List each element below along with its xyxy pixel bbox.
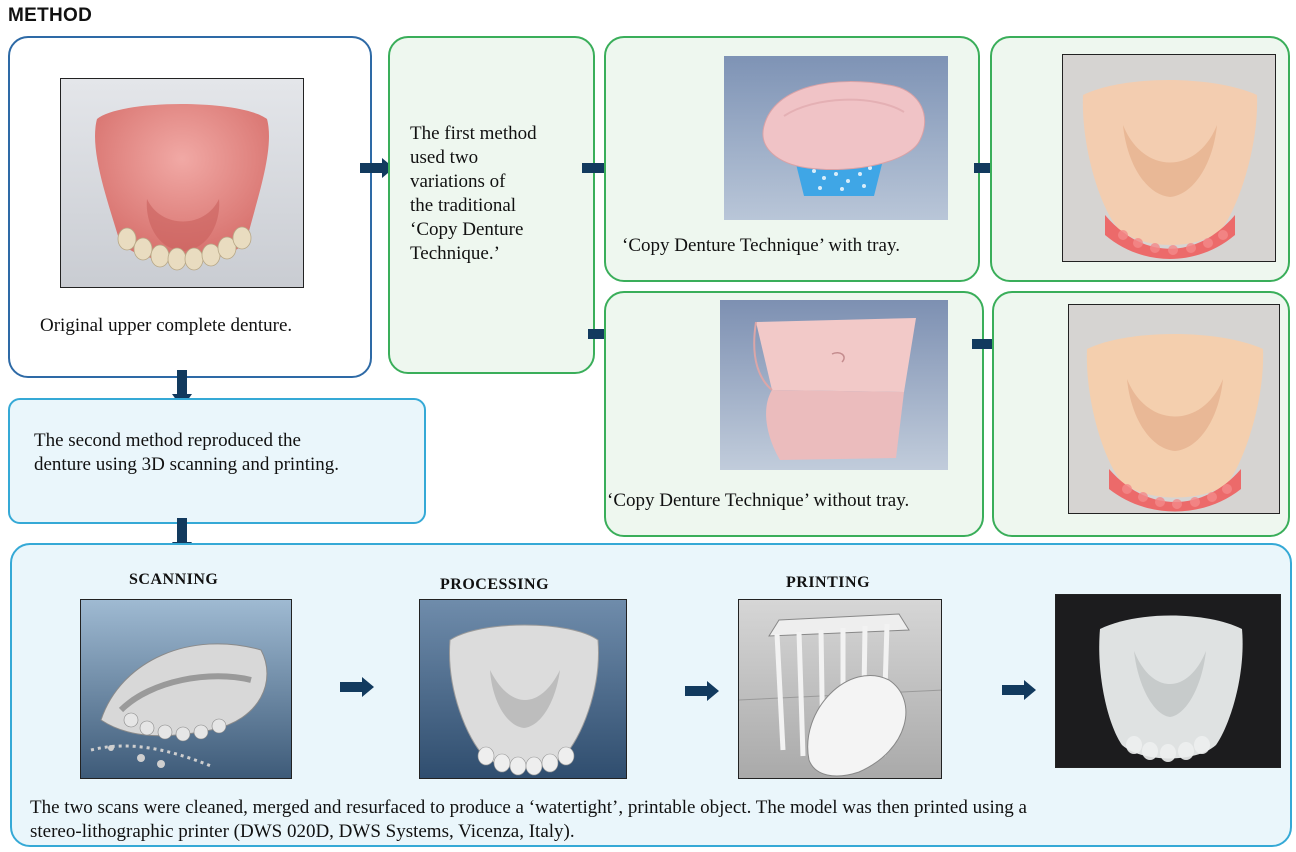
second-method-line: The second method reproduced the	[34, 429, 339, 453]
with-tray-photo	[724, 56, 948, 220]
first-method-line: variations of	[410, 170, 590, 194]
arrow-right-icon	[1002, 680, 1036, 700]
with-tray-caption: ‘Copy Denture Technique’ with tray.	[622, 234, 900, 258]
arrow-right-icon	[340, 677, 374, 697]
without-tray-photo	[720, 300, 948, 470]
pipeline-description: The two scans were cleaned, merged and r…	[30, 796, 1027, 844]
scanning-image	[80, 599, 292, 779]
pipeline-description-line: The two scans were cleaned, merged and r…	[30, 796, 1027, 820]
step-label-scanning: SCANNING	[129, 571, 218, 589]
step-label-processing: PROCESSING	[440, 576, 549, 594]
second-method-text: The second method reproduced the denture…	[34, 429, 339, 477]
original-denture-caption: Original upper complete denture.	[40, 314, 292, 338]
first-method-line: ‘Copy Denture	[410, 218, 590, 242]
first-method-line: used two	[410, 146, 590, 170]
second-method-line: denture using 3D scanning and printing.	[34, 453, 339, 477]
processing-image	[419, 599, 627, 779]
first-method-line: the traditional	[410, 194, 590, 218]
pipeline-description-line: stereo-lithographic printer (DWS 020D, D…	[30, 820, 1027, 844]
step-label-printing: PRINTING	[786, 574, 870, 592]
printing-image	[738, 599, 942, 779]
without-tray-result-photo	[1068, 304, 1280, 514]
page-title: METHOD	[8, 5, 92, 27]
with-tray-result-photo	[1062, 54, 1276, 262]
arrow-right-icon	[685, 681, 719, 701]
without-tray-caption: ‘Copy Denture Technique’ without tray.	[607, 489, 909, 513]
first-method-text: The first method used two variations of …	[410, 122, 590, 266]
first-method-line: The first method	[410, 122, 590, 146]
first-method-line: Technique.’	[410, 242, 590, 266]
printed-denture-photo	[1055, 594, 1281, 768]
original-denture-photo	[60, 78, 304, 288]
